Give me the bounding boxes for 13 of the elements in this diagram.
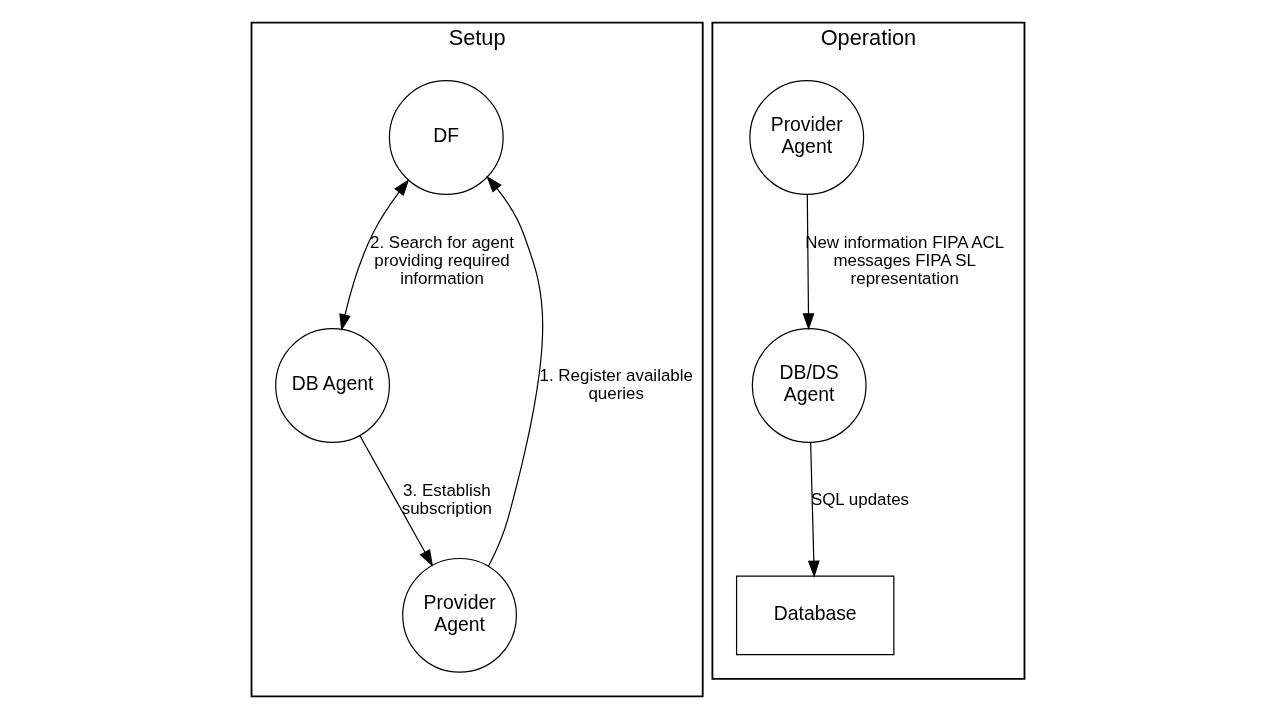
- node-circle: Provider Agent: [401, 557, 517, 673]
- node-circle: DB Agent: [274, 328, 390, 443]
- edge-label: 1. Register available queries: [539, 365, 693, 404]
- edge-label: 2. Search for agent providing required information: [369, 232, 514, 289]
- node-circle: Provider Agent: [748, 80, 864, 195]
- node-box: Database: [735, 575, 894, 656]
- node-circle: DB/DS Agent: [751, 328, 867, 443]
- edge-label: 3. Establish subscription: [401, 480, 492, 518]
- arrow: [358, 434, 433, 567]
- arrow: [338, 179, 409, 332]
- arrow: [485, 175, 543, 567]
- arrow: [802, 193, 814, 331]
- arrow: [807, 441, 820, 578]
